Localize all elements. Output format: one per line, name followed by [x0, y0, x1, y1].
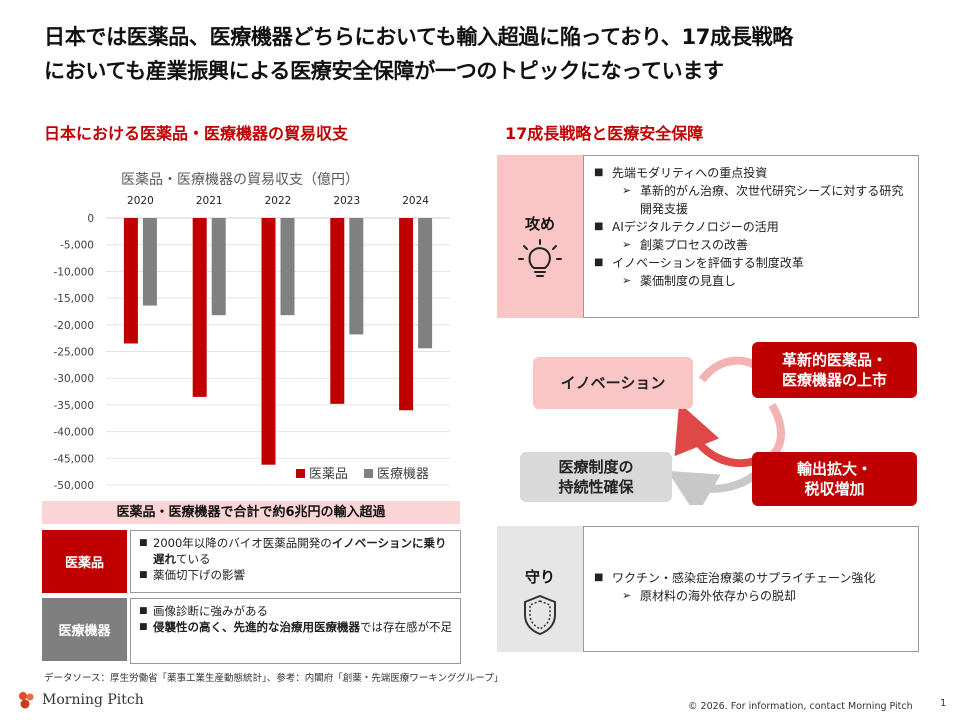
title-line-1: 日本では医薬品、医療機器どちらにおいても輸入超過に陥っており、17成長戦略 — [44, 25, 793, 49]
attack-item: 薬価制度の見直し — [594, 272, 908, 290]
x-tick-label: 2023 — [333, 195, 360, 207]
y-tick-label: 0 — [87, 213, 94, 225]
devices-notes: 画像診断に強みがある 侵襲性の高く、先進的な治療用医療機器では存在感が不足 — [130, 598, 461, 664]
bar-drugs — [123, 218, 138, 344]
title-line-2: においても産業振興による医療安全保障が一つのトピックになっています — [44, 59, 724, 83]
cycle-arrow-bottom — [667, 470, 758, 505]
footer-copyright: © 2026. For information, contact Morning… — [688, 701, 913, 712]
cycle-system: 医療制度の持続性確保 — [520, 452, 672, 502]
cycle-arrow-right — [768, 402, 785, 459]
growth-strategy-heading: 17成長戦略と医療安全保障 — [505, 124, 704, 143]
x-tick-label: 2024 — [402, 195, 429, 207]
legend-label-devices: 医療機器 — [377, 467, 429, 482]
y-tick-label: -20,000 — [53, 320, 94, 332]
y-tick-label: -35,000 — [53, 400, 94, 412]
y-tick-label: -50,000 — [53, 480, 94, 492]
attack-item: 革新的がん治療、次世代研究シーズに対する研究開発支援 — [594, 182, 908, 218]
attack-panel: 先端モダリティへの重点投資 革新的がん治療、次世代研究シーズに対する研究開発支援… — [583, 155, 919, 318]
logo-text: Morning Pitch — [42, 692, 144, 708]
cycle-arrow-left — [674, 402, 760, 468]
bar-drugs — [399, 218, 414, 411]
x-tick-label: 2020 — [127, 195, 154, 207]
lightbulb-icon — [518, 239, 562, 277]
y-tick-label: -40,000 — [53, 427, 94, 439]
bar-devices — [211, 218, 226, 316]
bar-devices — [349, 218, 364, 335]
cycle-launch: 革新的医薬品・医療機器の上市 — [752, 342, 917, 398]
devices-label: 医療機器 — [42, 598, 127, 661]
attack-item: イノベーションを評価する制度改革 — [594, 254, 908, 272]
bar-drugs — [261, 218, 276, 465]
chart-title: 医薬品・医療機器の貿易収支（億円） — [121, 171, 359, 188]
devices-note-1: 画像診断に強みがある — [139, 603, 452, 619]
drugs-label: 医薬品 — [42, 530, 127, 593]
page-number: 1 — [940, 698, 947, 709]
y-tick-label: -10,000 — [53, 266, 94, 278]
y-tick-label: -45,000 — [53, 453, 94, 465]
bar-drugs — [330, 218, 345, 404]
y-tick-label: -5,000 — [60, 240, 94, 252]
legend-label-drugs: 医薬品 — [309, 467, 348, 482]
defense-panel: ワクチン・感染症治療薬のサプライチェーン強化 原材料の海外依存からの脱却 — [583, 526, 919, 652]
data-source: データソース：厚生労働省「薬事工業生産動態統計」、参考：内閣府「創薬・先端医療ワ… — [44, 673, 504, 684]
attack-side: 攻め — [497, 155, 583, 318]
attack-item: 先端モダリティへの重点投資 — [594, 164, 908, 182]
legend-swatch-devices — [364, 469, 373, 478]
attack-item: 創薬プロセスの改善 — [594, 236, 908, 254]
legend-swatch-drugs — [296, 469, 305, 478]
company-logo: Morning Pitch — [16, 689, 144, 711]
bar-devices — [142, 218, 157, 306]
y-tick-label: -15,000 — [53, 293, 94, 305]
morning-pitch-logo-icon — [19, 692, 34, 709]
x-tick-label: 2021 — [196, 195, 223, 207]
defense-item: ワクチン・感染症治療薬のサプライチェーン強化 — [594, 569, 908, 587]
devices-note-2: 侵襲性の高く、先進的な治療用医療機器では存在感が不足 — [139, 619, 452, 635]
defense-item: 原材料の海外依存からの脱却 — [594, 587, 908, 605]
import-surplus-banner: 医薬品・医療機器で合計で約6兆円の輸入超過 — [42, 501, 460, 524]
bar-drugs — [192, 218, 207, 397]
attack-label: 攻め — [524, 215, 555, 233]
drugs-note-1: 2000年以降のバイオ医薬品開発のイノベーションに乗り遅れている — [139, 535, 452, 567]
slide-title: 日本では医薬品、医療機器どちらにおいても輸入超過に陥っており、17成長戦略 にお… — [44, 20, 944, 88]
drugs-note-2: 薬価切下げの影響 — [139, 567, 452, 583]
defense-side: 守り — [497, 526, 583, 652]
cycle-export: 輸出拡大・税収増加 — [752, 452, 917, 506]
cycle-innovation: イノベーション — [533, 357, 693, 409]
drugs-notes: 2000年以降のバイオ医薬品開発のイノベーションに乗り遅れている 薬価切下げの影… — [130, 530, 461, 593]
trade-balance-chart: 医薬品・医療機器の貿易収支（億円） 0 -5,000 -10,000 -15,000 -2… — [53, 171, 450, 492]
y-tick-label: -25,000 — [53, 347, 94, 359]
defense-label: 守り — [524, 568, 555, 586]
bar-devices — [280, 218, 295, 316]
x-tick-label: 2022 — [265, 195, 292, 207]
attack-item: AIデジタルテクノロジーの活用 — [594, 218, 908, 236]
shield-icon — [524, 594, 556, 636]
bar-devices — [418, 218, 433, 349]
y-tick-label: -30,000 — [53, 373, 94, 385]
trade-balance-heading: 日本における医薬品・医療機器の貿易収支 — [44, 124, 349, 143]
